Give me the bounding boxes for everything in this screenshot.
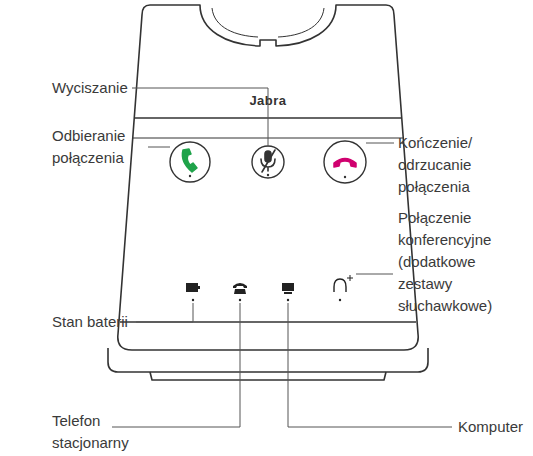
brand-name: Jabra <box>218 90 318 112</box>
cradle-inner <box>212 8 324 37</box>
button-dot <box>344 176 346 178</box>
mute-icon <box>261 150 275 172</box>
leader-line <box>148 147 170 148</box>
computer-icon <box>282 283 294 291</box>
callout-label: Stan baterii <box>52 311 152 333</box>
indicator-dot <box>287 299 289 301</box>
computer-stand <box>284 292 292 294</box>
base-plate <box>108 348 428 372</box>
button-dot <box>189 175 191 177</box>
leader-line <box>288 303 452 427</box>
end-icon <box>334 159 356 168</box>
station-body <box>118 5 418 350</box>
callout-label: Telefon stacjonarny <box>52 410 142 454</box>
indicator-dot <box>192 299 194 301</box>
callout-label: Wyciszanie <box>52 77 162 99</box>
leader-line <box>112 303 240 427</box>
callout-label: Połączenie konferencyjne (dodatkowe zest… <box>398 207 528 317</box>
leader-line <box>366 143 394 144</box>
end-button <box>324 141 366 183</box>
callout-label: Kończenie/ odrzucanie połączenia <box>398 132 528 198</box>
mute-button <box>252 146 284 178</box>
answer-button <box>170 142 210 182</box>
indicator-dot <box>239 299 241 301</box>
indicator-dot <box>339 299 341 301</box>
leader-line <box>356 274 393 275</box>
callout-label: Komputer <box>458 416 530 438</box>
leader-line <box>136 303 193 322</box>
base-foot <box>150 372 386 380</box>
answer-icon <box>182 149 197 172</box>
battery-tip <box>198 286 200 289</box>
callout-label: Odbieranie połączenia <box>52 125 152 169</box>
desk-phone-icon <box>233 283 247 294</box>
button-dot <box>267 174 269 176</box>
conference-icon <box>334 275 353 292</box>
leader-line <box>132 88 268 147</box>
battery-icon <box>186 283 198 292</box>
